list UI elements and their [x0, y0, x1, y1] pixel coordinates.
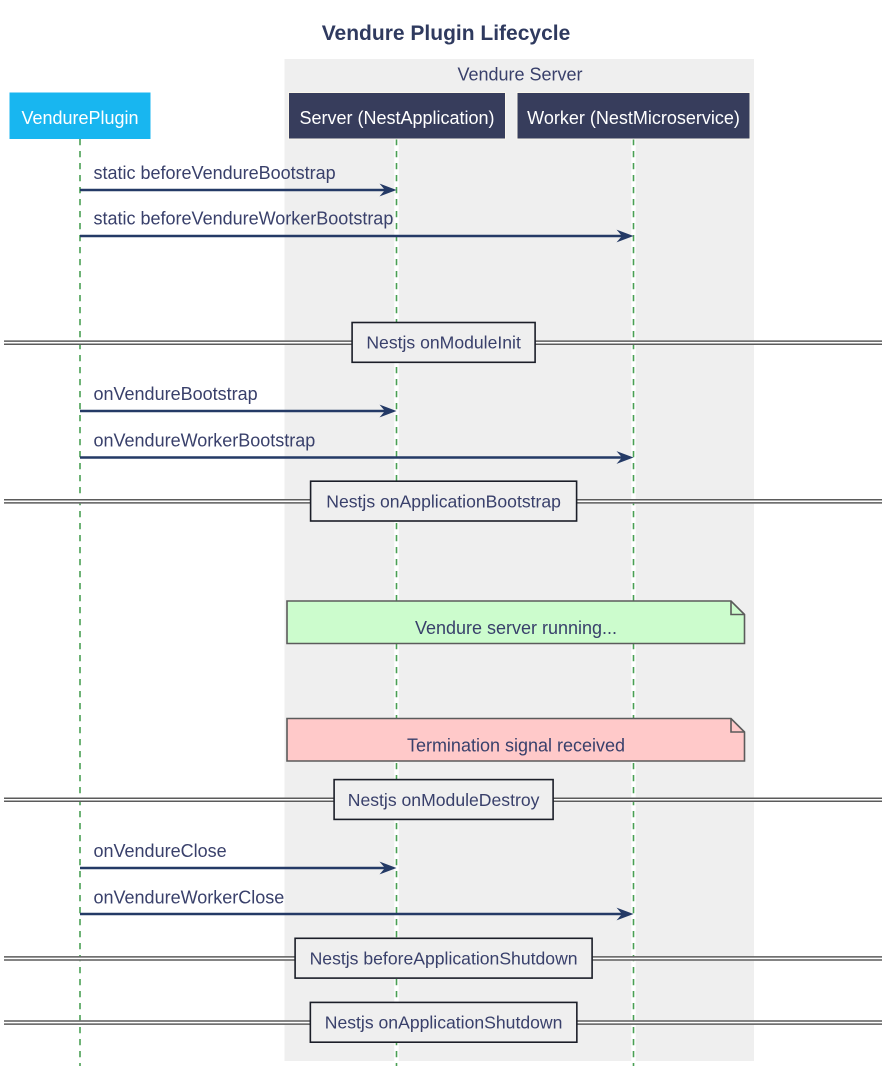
svg-text:static beforeVendureWorkerBoot: static beforeVendureWorkerBootstrap: [94, 209, 394, 229]
svg-text:Nestjs onApplicationBootstrap: Nestjs onApplicationBootstrap: [326, 491, 561, 511]
svg-text:Termination signal received: Termination signal received: [407, 736, 625, 756]
svg-text:Server (NestApplication): Server (NestApplication): [299, 108, 494, 128]
svg-text:Nestjs onModuleInit: Nestjs onModuleInit: [366, 333, 521, 353]
svg-text:static beforeVendureBootstrap: static beforeVendureBootstrap: [94, 163, 336, 183]
svg-text:onVendureWorkerClose: onVendureWorkerClose: [94, 888, 285, 908]
svg-text:Nestjs beforeApplicationShutdo: Nestjs beforeApplicationShutdown: [310, 949, 578, 969]
svg-text:onVendureBootstrap: onVendureBootstrap: [94, 384, 258, 404]
svg-text:onVendureWorkerBootstrap: onVendureWorkerBootstrap: [94, 431, 316, 451]
svg-text:Worker (NestMicroservice): Worker (NestMicroservice): [527, 108, 740, 128]
svg-text:Vendure server running...: Vendure server running...: [415, 618, 617, 638]
svg-text:Vendure Server: Vendure Server: [457, 65, 582, 85]
svg-text:VendurePlugin: VendurePlugin: [21, 108, 138, 128]
svg-text:onVendureClose: onVendureClose: [94, 841, 227, 861]
svg-text:Nestjs onModuleDestroy: Nestjs onModuleDestroy: [348, 790, 540, 810]
svg-text:Nestjs onApplicationShutdown: Nestjs onApplicationShutdown: [325, 1013, 563, 1033]
svg-text:Vendure Plugin Lifecycle: Vendure Plugin Lifecycle: [322, 22, 571, 45]
